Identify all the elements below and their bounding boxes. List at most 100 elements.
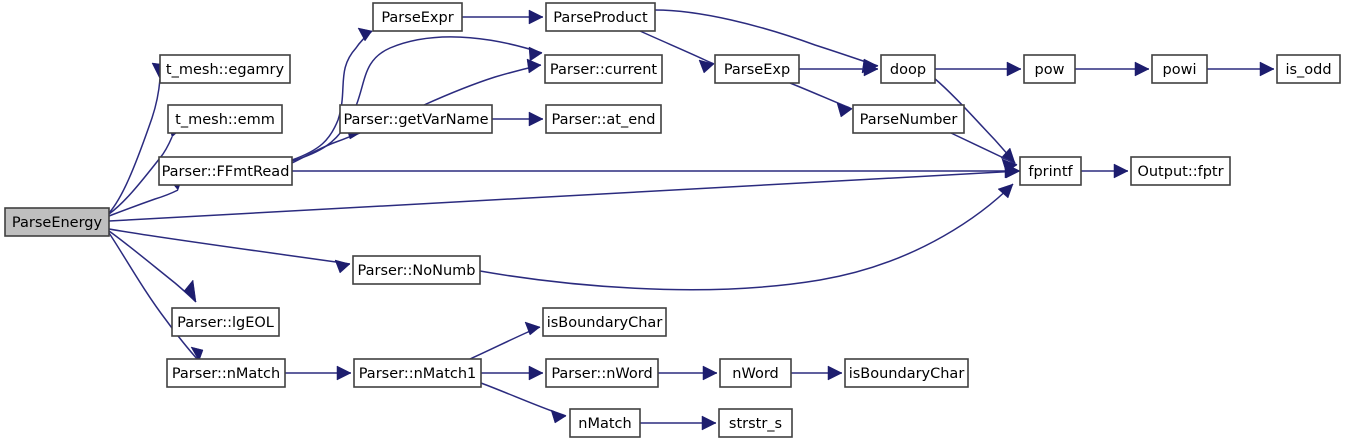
node-box[interactable]: [1151, 54, 1208, 84]
edge-Parser_nMatch-to-Parser_nMatch1: [285, 365, 352, 381]
node-Parser_nMatch[interactable]: Parser::nMatch: [166, 358, 286, 388]
arrowhead-icon: [836, 102, 853, 118]
node-ParseNumber[interactable]: ParseNumber: [852, 104, 965, 134]
node-Output_fptr[interactable]: Output::fptr: [1130, 156, 1231, 186]
node-Parser_at_end[interactable]: Parser::at_end: [545, 104, 662, 134]
arrowhead-icon: [526, 58, 542, 74]
arrowhead-icon: [1259, 61, 1275, 77]
arrowhead-icon: [702, 365, 718, 381]
node-box[interactable]: [880, 54, 936, 84]
node-ParseEnergy[interactable]: ParseEnergy: [4, 207, 110, 237]
node-box[interactable]: [844, 358, 969, 388]
edge-ParseEnergy-to-Parser_lgEOL: [108, 230, 197, 303]
node-Parser_nMatch1[interactable]: Parser::nMatch1: [353, 358, 482, 388]
node-box[interactable]: [1130, 156, 1231, 186]
node-doop[interactable]: doop: [880, 54, 936, 84]
edge-Parser_FFmtRead-to-fprintf: [292, 163, 1020, 179]
node-ParseExpr[interactable]: ParseExpr: [372, 2, 463, 32]
edge-ParseExpr-to-ParseProduct: [462, 9, 544, 25]
node-box[interactable]: [569, 408, 641, 438]
edge-line: [108, 189, 179, 217]
node-nMatch[interactable]: nMatch: [569, 408, 641, 438]
node-Parser_getVarName[interactable]: Parser::getVarName: [339, 104, 493, 134]
node-ParseProduct[interactable]: ParseProduct: [545, 2, 656, 32]
edge-Parser_FFmtRead-to-Parser_current: [291, 36, 543, 162]
edge-ParseExp-to-ParseNumber: [789, 82, 853, 118]
arrowhead-icon: [357, 27, 373, 42]
edge-line: [108, 170, 1021, 222]
node-box[interactable]: [545, 2, 656, 32]
edge-pow-to-powi: [1075, 61, 1150, 77]
node-box[interactable]: [852, 104, 965, 134]
arrowhead-icon: [528, 46, 543, 62]
arrowhead-icon: [701, 415, 717, 431]
node-box[interactable]: [353, 358, 482, 388]
arrowhead-icon: [334, 259, 351, 274]
node-box[interactable]: [166, 358, 286, 388]
node-Parser_NoNumb[interactable]: Parser::NoNumb: [352, 255, 481, 285]
node-box[interactable]: [1276, 54, 1341, 84]
node-Parser_FFmtRead[interactable]: Parser::FFmtRead: [158, 156, 293, 186]
node-box[interactable]: [158, 156, 293, 186]
edge-line: [639, 30, 715, 65]
edge-Parser_NoNumb-to-fprintf: [479, 183, 1014, 291]
arrowhead-icon: [698, 59, 715, 74]
edge-powi-to-is_odd: [1207, 61, 1275, 77]
node-box[interactable]: [159, 54, 291, 84]
node-box[interactable]: [372, 2, 463, 32]
node-nWord[interactable]: nWord: [719, 358, 792, 388]
node-box[interactable]: [542, 307, 667, 337]
edge-line: [291, 36, 543, 162]
node-box[interactable]: [4, 207, 110, 237]
edge-Parser_nWord-to-nWord: [658, 365, 718, 381]
node-box[interactable]: [339, 104, 493, 134]
edge-line: [654, 9, 879, 67]
edge-line: [291, 30, 373, 161]
node-box[interactable]: [167, 104, 283, 134]
arrowhead-icon: [1006, 61, 1022, 77]
node-pow[interactable]: pow: [1023, 54, 1076, 84]
node-box[interactable]: [352, 255, 481, 285]
edge-line: [950, 132, 1018, 166]
edge-Parser_getVarName-to-Parser_at_end: [492, 111, 544, 127]
node-is_odd[interactable]: is_odd: [1276, 54, 1341, 84]
node-ParseExp[interactable]: ParseExp: [714, 54, 800, 84]
node-box[interactable]: [545, 104, 662, 134]
node-box[interactable]: [545, 358, 659, 388]
node-box[interactable]: [544, 54, 663, 84]
edge-Parser_nMatch1-to-nMatch: [480, 382, 567, 424]
node-box[interactable]: [718, 408, 793, 438]
node-box[interactable]: [1019, 156, 1082, 186]
node-powi[interactable]: powi: [1151, 54, 1208, 84]
edge-ParseNumber-to-fprintf: [950, 132, 1018, 173]
node-t_mesh_emm[interactable]: t_mesh::emm: [167, 104, 283, 134]
edge-Parser_FFmtRead-to-ParseExpr: [291, 27, 373, 161]
arrowhead-icon: [528, 365, 544, 381]
arrowhead-icon: [827, 365, 843, 381]
node-Parser_current[interactable]: Parser::current: [544, 54, 663, 84]
node-box[interactable]: [719, 358, 792, 388]
edge-Parser_nMatch1-to-Parser_nWord: [481, 365, 544, 381]
arrowhead-icon: [190, 346, 204, 362]
arrowhead-icon: [524, 321, 541, 336]
node-isBoundaryChar_1[interactable]: isBoundaryChar: [542, 307, 667, 337]
edge-ParseExp-to-doop: [799, 61, 879, 77]
node-box[interactable]: [714, 54, 800, 84]
edge-ParseEnergy-to-t_mesh_egamry: [108, 62, 169, 214]
node-box[interactable]: [1023, 54, 1076, 84]
node-strstr_s[interactable]: strstr_s: [718, 408, 793, 438]
node-t_mesh_egamry[interactable]: t_mesh::egamry: [159, 54, 291, 84]
edge-line: [108, 232, 200, 362]
edge-ParseProduct-to-ParseExp: [639, 30, 715, 74]
node-Parser_lgEOL[interactable]: Parser::lgEOL: [171, 307, 280, 337]
node-Parser_nWord[interactable]: Parser::nWord: [545, 358, 659, 388]
node-fprintf[interactable]: fprintf: [1019, 156, 1082, 186]
arrowhead-icon: [997, 183, 1014, 199]
edge-doop-to-pow: [935, 61, 1022, 77]
edge-line: [479, 183, 1014, 291]
node-isBoundaryChar_2[interactable]: isBoundaryChar: [844, 358, 969, 388]
arrowhead-icon: [528, 111, 544, 127]
edge-nMatch-to-strstr_s: [640, 415, 717, 431]
node-box[interactable]: [171, 307, 280, 337]
